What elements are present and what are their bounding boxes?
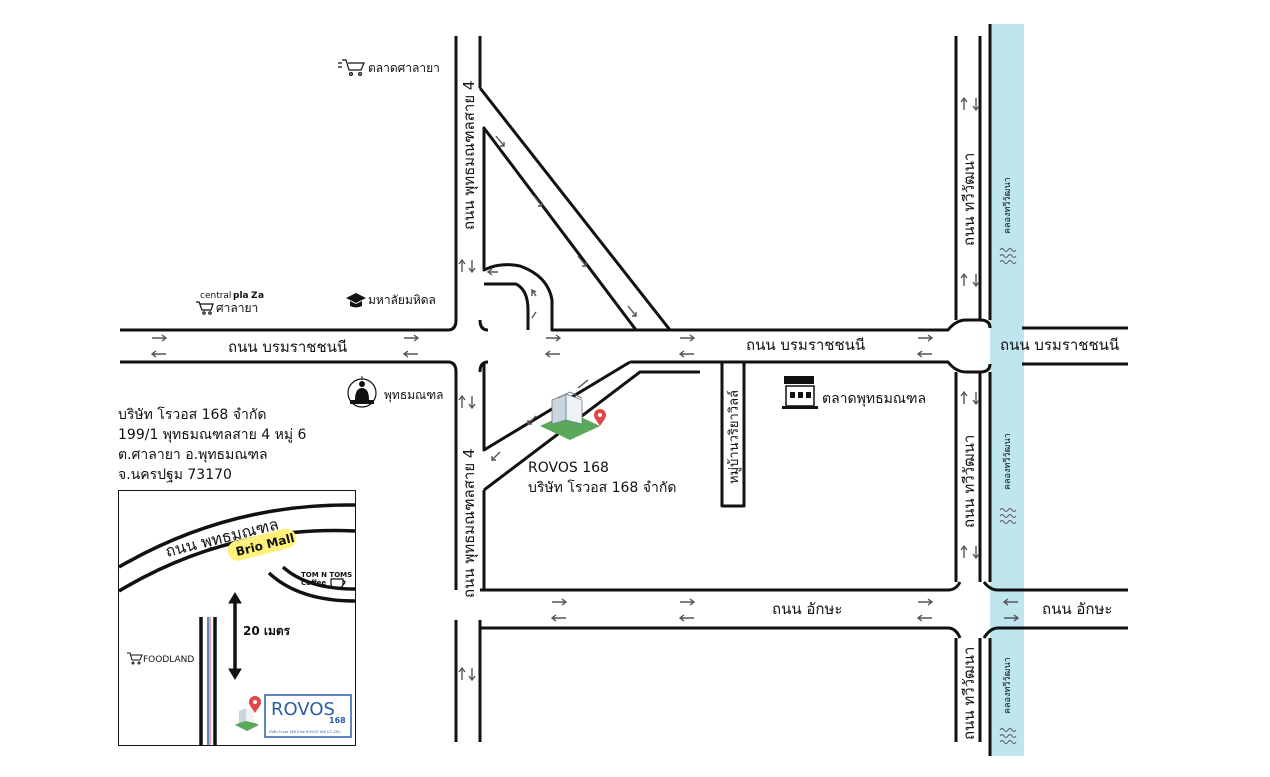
road-label-thawiwatthana-upper: ถนน ทวีวัฒนา [960,153,978,246]
road-lines [120,24,1128,756]
building-icon [540,391,600,440]
poi-central-plaza-brand-d: a [258,291,264,301]
poi-salaya-market: ตลาดศาลายา [368,61,440,75]
canal [990,24,1024,756]
water-waves-icon [999,248,1017,744]
foodland-label: FOODLAND [143,655,194,665]
address-line-4: จ.นครปฐม 73170 [118,467,232,483]
road-label-akkhaya-right: ถนน อักษะ [1042,600,1112,618]
inset-map: ถนน พุทธมณฑล Brio Mall TOM N TOMS Coffee… [118,490,356,746]
map-pin-icon [594,409,606,426]
rovos-logo: ROVOS 168 บริษัท โรวอส 168 จำกัด ROVOS 1… [264,694,352,738]
canal-label-upper: คลองทวีวัฒนา [1002,177,1013,234]
address-line-1: บริษัท โรวอส 168 จำกัด [118,407,267,423]
logo-subtitle: บริษัท โรวอส 168 จำกัด ROVOS 168 CO.,LTD… [269,729,341,734]
address-line-2: 199/1 พุทธมณฑลสาย 4 หมู่ 6 [118,427,307,443]
canal-label-mid: คลองทวีวัฒนา [1002,433,1013,490]
shopping-cart-icon [196,301,214,315]
poi-central-plaza-brand-a: central [200,291,231,301]
address-line-3: ต.ศาลายา อ.พุทธมณฑล [118,447,268,463]
road-label-borommaratchachonnani-right: ถนน บรมราชชนนี [1000,336,1119,354]
market-stall-icon [782,376,818,409]
logo-text: ROVOS [271,699,335,720]
coffee-cup-icon [330,578,346,589]
tomntoms-label-a: TOM N TOMS [301,571,352,579]
road-label-akkhaya-mid: ถนน อักษะ [772,600,842,618]
tomntoms-label-b: Coffee [301,579,326,587]
road-label-borommaratchachonnani-left: ถนน บรมราชชนนี [228,338,347,356]
poi-central-plaza-sub: ศาลายา [216,301,258,315]
road-label-phutthamonthon-sai4-upper: ถนน พุทธมณฑลสาย 4 [460,81,479,230]
company-address: บริษัท โรวอส 168 จำกัด 199/1 พุทธมณฑลสาย… [118,405,306,485]
poi-rovos-name: ROVOS 168 [528,460,609,476]
poi-central-plaza-brand-c: Z [251,291,258,301]
poi-phutthamonthon: พุทธมณฑล [384,388,444,403]
distance-arrow [228,592,242,680]
inset-map-drawing: ถนน พุทธมณฑล Brio Mall TOM N TOMS Coffee… [118,503,356,745]
shopping-cart-icon [338,59,365,76]
poi-rovos-company: บริษัท โรวอส 168 จำกัด [528,479,676,496]
distance-label: 20 เมตร [243,624,291,638]
graduation-cap-icon [346,293,366,308]
map-pin-icon [249,696,261,713]
shopping-cart-icon [127,652,143,665]
traffic-arrows [150,96,1020,682]
road-label-borommaratchachonnani-mid: ถนน บรมราชชนนี [746,336,865,354]
poi-mahidol: มหาลัยมหิดล [368,293,436,307]
poi-phutthamonthon-market: ตลาดพุทธมณฑล [822,391,926,407]
buddha-icon [347,376,377,408]
logo-number: 168 [329,716,346,725]
poi-central-plaza-brand-b: pla [233,291,249,301]
road-label-phutthamonthon-sai4-lower: ถนน พุทธมณฑลสาย 4 [460,449,479,598]
building-icon [235,708,259,731]
road-label-thawiwatthana-mid: ถนน ทวีวัฒนา [960,435,978,528]
road-label-thawiwatthana-lower: ถนน ทวีวัฒนา [960,647,978,740]
road-label-village-lane: หมู่บ้านวริยาวิลล์ [726,390,742,484]
canal-label-lower: คลองทวีวัฒนา [1002,657,1013,714]
